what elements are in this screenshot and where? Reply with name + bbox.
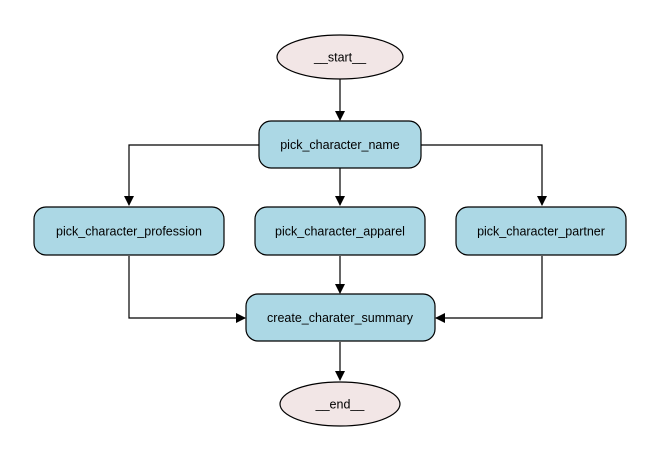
node-create-charater-summary-label: create_charater_summary	[267, 311, 414, 325]
node-create-charater-summary[interactable]: create_charater_summary	[245, 293, 436, 342]
edge-name-to-partner	[421, 144, 547, 206]
edge-partner-to-summary	[435, 256, 543, 323]
node-pick-character-apparel[interactable]: pick_character_apparel	[254, 206, 426, 256]
node-pick-character-apparel-label: pick_character_apparel	[275, 225, 405, 239]
node-end-label: __end__	[315, 398, 366, 412]
node-pick-character-profession[interactable]: pick_character_profession	[33, 206, 225, 256]
edges	[124, 79, 547, 381]
node-end[interactable]: __end__	[279, 381, 401, 427]
node-pick-character-name[interactable]: pick_character_name	[258, 120, 422, 169]
edge-profession-to-summary	[128, 256, 246, 323]
node-start-label: __start__	[313, 51, 367, 65]
node-pick-character-profession-label: pick_character_profession	[56, 225, 202, 239]
node-pick-character-name-label: pick_character_name	[280, 138, 400, 152]
edge-name-to-profession	[124, 144, 259, 206]
node-start[interactable]: __start__	[276, 34, 404, 80]
node-pick-character-partner-label: pick_character_partner	[477, 225, 605, 239]
node-pick-character-partner[interactable]: pick_character_partner	[455, 206, 627, 256]
